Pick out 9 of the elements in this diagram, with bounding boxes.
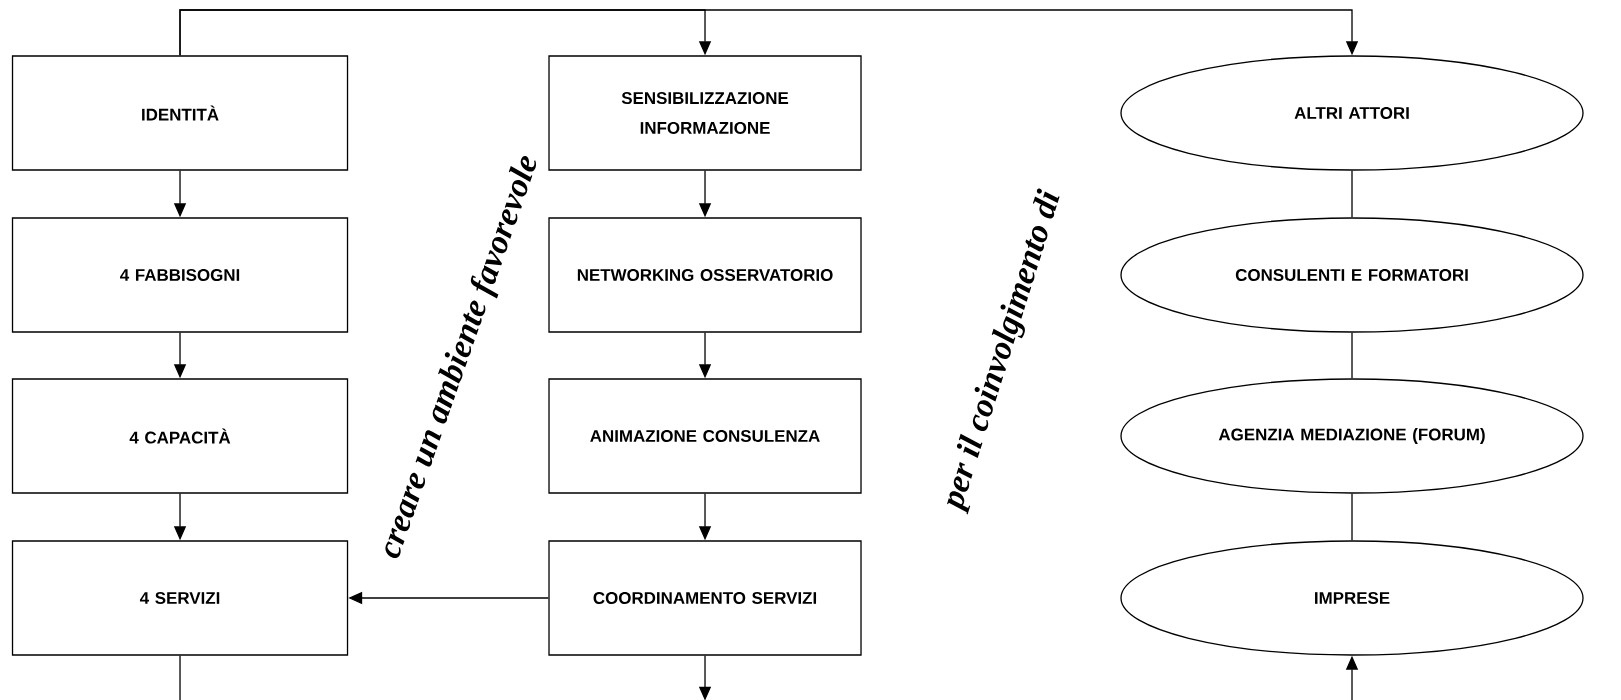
process-box: COORDINAMENTO SERVIZI xyxy=(548,540,862,656)
arrow xyxy=(179,9,1359,56)
process-box: ANIMAZIONE CONSULENZA xyxy=(548,378,862,494)
process-box: NETWORKING OSSERVATORIO xyxy=(548,217,862,333)
process-box: SENSIBILIZZAZIONE INFORMAZIONE xyxy=(548,55,862,171)
process-box: IDENTITÀ xyxy=(11,55,349,171)
process-box: 4 SERVIZI xyxy=(11,540,349,656)
process-box: 4 CAPACITÀ xyxy=(11,378,349,494)
process-box: 4 FABBISOGNI xyxy=(11,217,349,333)
